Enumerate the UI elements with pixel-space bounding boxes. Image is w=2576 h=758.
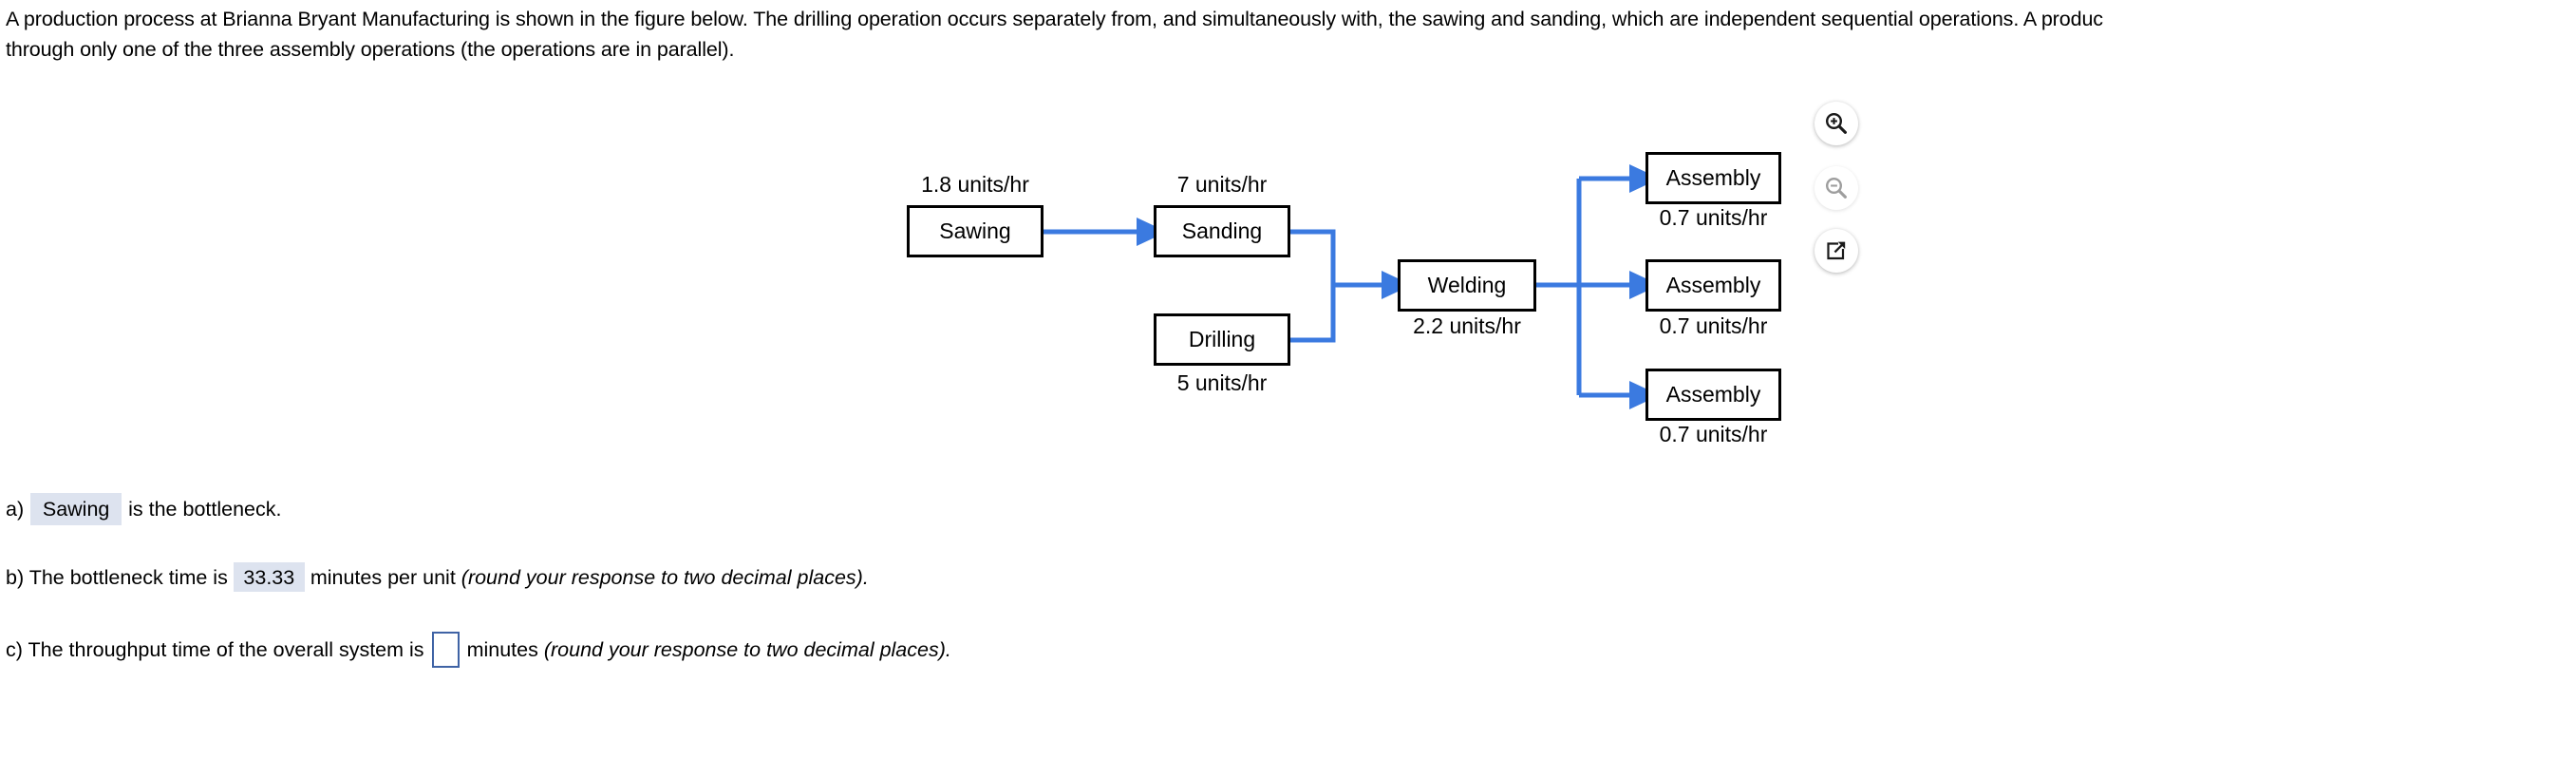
problem-statement: A production process at Brianna Bryant M… — [6, 8, 2103, 61]
answer-a-suffix: is the bottleneck. — [128, 498, 282, 521]
node-label: Assembly — [1665, 165, 1761, 190]
rate-label-sawing: 1.8 units/hr — [921, 172, 1029, 197]
node-label: Sanding — [1181, 218, 1263, 243]
process-node-sanding: Sanding — [1154, 205, 1290, 257]
node-label: Assembly — [1665, 273, 1761, 297]
answer-row-a: a) Sawing is the bottleneck. — [6, 493, 281, 525]
zoom-in-button[interactable] — [1814, 102, 1858, 145]
answer-a-prefix: a) — [6, 498, 25, 521]
bottleneck-name-field[interactable]: Sawing — [30, 493, 122, 525]
answer-b-note: (round your response to two decimal plac… — [461, 565, 869, 589]
process-node-assembly-3: Assembly — [1645, 369, 1781, 421]
zoom-out-button[interactable] — [1814, 166, 1858, 210]
answer-b-suffix: minutes per unit — [310, 565, 456, 589]
arrow-sanding-to-merge — [1290, 229, 1336, 285]
zoom-in-icon — [1825, 112, 1847, 134]
node-label: Welding — [1427, 273, 1507, 297]
answer-c-suffix: minutes — [466, 638, 538, 661]
answer-b-prefix: b) The bottleneck time is — [6, 565, 228, 589]
rate-label-welding: 2.2 units/hr — [1413, 313, 1521, 338]
answer-c-prefix: c) The throughput time of the overall sy… — [6, 638, 424, 661]
throughput-time-input[interactable] — [431, 632, 460, 668]
answer-row-b: b) The bottleneck time is 33.33 minutes … — [6, 562, 869, 592]
zoom-out-icon — [1825, 177, 1847, 199]
open-in-new-window-button[interactable] — [1814, 229, 1858, 273]
process-node-assembly-1: Assembly — [1645, 152, 1781, 204]
rate-label-sanding: 7 units/hr — [1176, 172, 1268, 197]
node-label: Drilling — [1188, 327, 1256, 351]
process-node-assembly-2: Assembly — [1645, 259, 1781, 312]
rate-label-assembly-3: 0.7 units/hr — [1659, 422, 1768, 446]
arrow-drilling-to-merge — [1290, 285, 1336, 343]
node-label: Assembly — [1665, 382, 1761, 407]
process-node-welding: Welding — [1398, 259, 1536, 312]
answer-c-note: (round your response to two decimal plac… — [543, 638, 951, 661]
process-node-drilling: Drilling — [1154, 313, 1290, 366]
process-node-sawing: Sawing — [907, 205, 1044, 257]
rate-label-assembly-2: 0.7 units/hr — [1659, 313, 1768, 338]
open-in-new-window-icon — [1827, 241, 1846, 260]
rate-label-assembly-1: 0.7 units/hr — [1659, 205, 1768, 230]
rate-label-drilling: 5 units/hr — [1176, 370, 1268, 395]
answer-row-c: c) The throughput time of the overall sy… — [6, 632, 951, 668]
bottleneck-time-field[interactable]: 33.33 — [233, 562, 305, 592]
node-label: Sawing — [939, 218, 1011, 243]
